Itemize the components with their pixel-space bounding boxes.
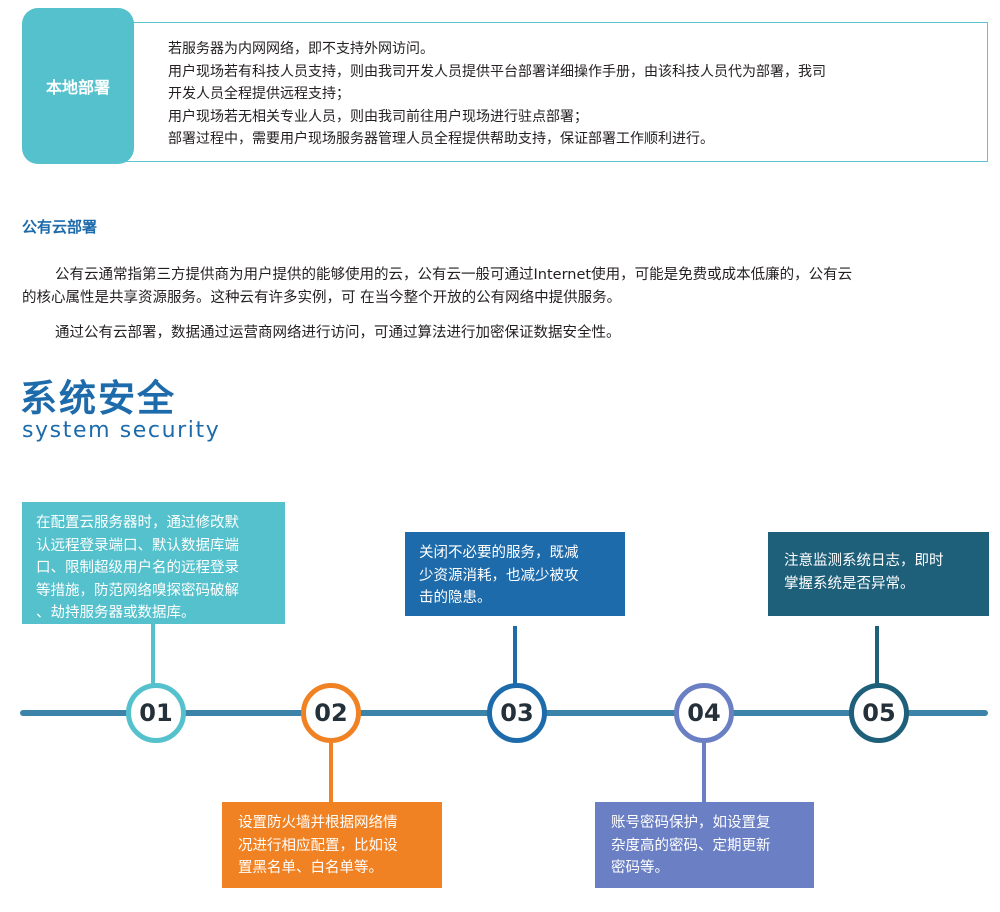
item-text-line: 注意监测系统日志，即时 [784, 553, 944, 569]
section-subtitle: system security [22, 418, 221, 443]
connector-02 [329, 743, 333, 803]
item-text-line: 密码等。 [611, 860, 669, 876]
item-text-line: 在配置云服务器时，通过修改默 [36, 515, 239, 531]
item-text-line: 杂度高的密码、定期更新 [611, 837, 771, 854]
item-text-line: 击的隐患。 [419, 590, 492, 606]
local-deployment-text: 若服务器为内网网络，即不支持外网访问。 用户现场若有科技人员支持，则由我司开发人… [168, 38, 978, 151]
item-text-line: 等措施，防范网络嗅探密码破解 [36, 582, 239, 599]
timeline-node-02: 02 [301, 683, 361, 743]
cloud-heading: 公有云部署 [22, 218, 98, 236]
timeline-node-03: 03 [487, 683, 547, 743]
connector-04 [702, 743, 706, 803]
security-item-box-03: 关闭不必要的服务，既减 少资源消耗，也减少被攻 击的隐患。 [405, 532, 625, 616]
section-title: 系统安全 [20, 377, 176, 420]
local-line: 用户现场若无相关专业人员，则由我司前往用户现场进行驻点部署； [168, 108, 588, 125]
item-text-line: 账号密码保护，如设置复 [611, 815, 771, 831]
cloud-p1-line2: 的核心属性是共享资源服务。这种云有许多实例，可 在当今整个开放的公有网络中提供服… [22, 290, 622, 306]
item-text-line: 认远程登录端口、默认数据库端 [36, 537, 239, 554]
local-line: 部署过程中，需要用户现场服务器管理人员全程提供帮助支持，保证部署工作顺利进行。 [168, 131, 714, 147]
item-text-line: 设置防火墙并根据网络情 [238, 815, 398, 831]
security-item-box-05: 注意监测系统日志，即时 掌握系统是否异常。 [768, 532, 989, 616]
local-deployment-box: 本地部署 若服务器为内网网络，即不支持外网访问。 用户现场若有科技人员支持，则由… [22, 8, 988, 164]
cloud-p1-line1: 公有云通常指第三方提供商为用户提供的能够使用的云，公有云一般可通过Interne… [55, 267, 853, 283]
local-line: 若服务器为内网网络，即不支持外网访问。 [168, 41, 434, 57]
connector-03 [513, 626, 517, 684]
timeline-node-05: 05 [849, 683, 909, 743]
item-text-line: 少资源消耗，也减少被攻 [419, 567, 579, 584]
security-item-box-01: 在配置云服务器时，通过修改默 认远程登录端口、默认数据库端 口、限制超级用户名的… [22, 502, 285, 624]
cloud-paragraph-1: 公有云通常指第三方提供商为用户提供的能够使用的云，公有云一般可通过Interne… [22, 264, 988, 310]
local-line: 开发人员全程提供远程支持； [168, 86, 350, 102]
item-text-line: 况进行相应配置，比如设 [238, 837, 398, 854]
timeline-node-04: 04 [674, 683, 734, 743]
item-text-line: 关闭不必要的服务，既减 [419, 545, 579, 561]
local-line: 用户现场若有科技人员支持，则由我司开发人员提供平台部署详细操作手册，由该科技人员… [168, 63, 826, 80]
connector-05 [875, 626, 879, 684]
item-text-line: 掌握系统是否异常。 [784, 575, 915, 592]
connector-01 [151, 624, 155, 684]
item-text-line: 、劫持服务器或数据库。 [36, 605, 196, 621]
local-deployment-frame [92, 22, 988, 162]
local-deployment-label: 本地部署 [22, 8, 134, 164]
timeline-node-01: 01 [126, 683, 186, 743]
security-item-box-04: 账号密码保护，如设置复 杂度高的密码、定期更新 密码等。 [595, 802, 814, 888]
cloud-paragraph-2: 通过公有云部署，数据通过运营商网络进行访问，可通过算法进行加密保证数据安全性。 [55, 325, 621, 341]
item-text-line: 置黑名单、白名单等。 [238, 860, 383, 876]
security-item-box-02: 设置防火墙并根据网络情 况进行相应配置，比如设 置黑名单、白名单等。 [222, 802, 442, 888]
item-text-line: 口、限制超级用户名的远程登录 [36, 560, 239, 576]
